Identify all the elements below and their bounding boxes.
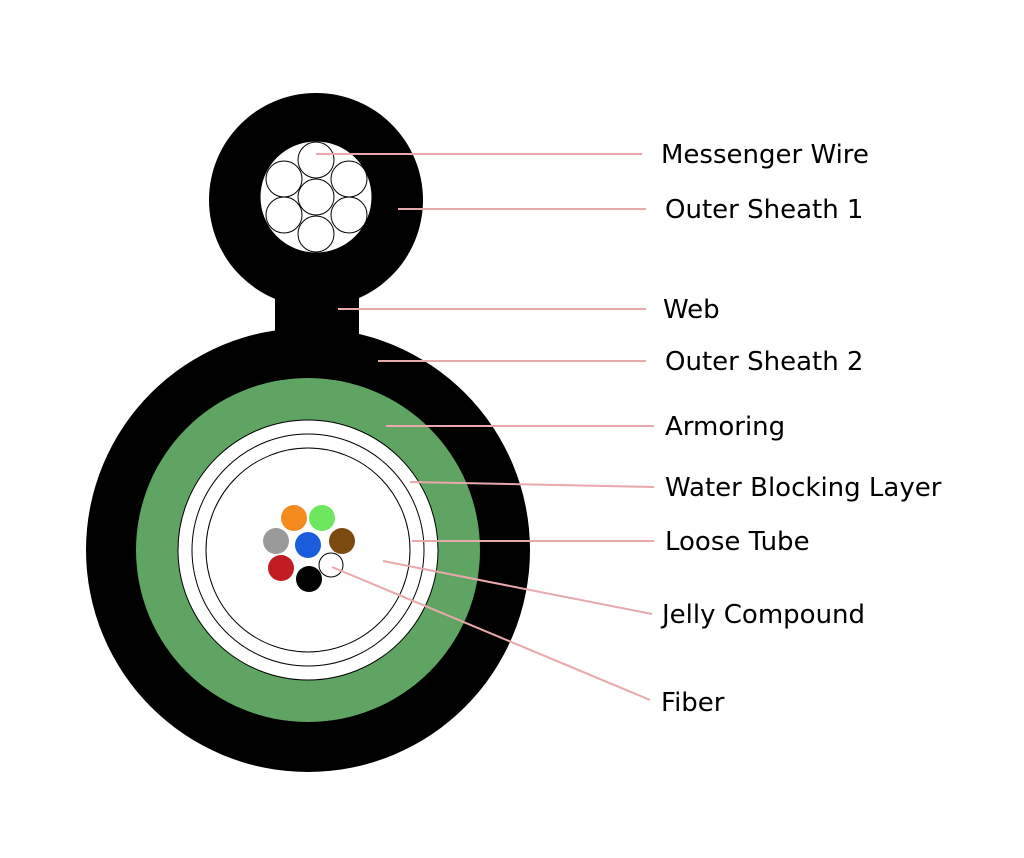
labels: Messenger Wire Outer Sheath 1 Web Outer … <box>660 140 942 718</box>
messenger-strand <box>297 215 335 253</box>
fiber-blue <box>295 532 321 558</box>
fiber-brown <box>329 528 355 554</box>
label-web: Web <box>663 295 720 325</box>
fiber-white <box>318 552 344 578</box>
leader-water-blocking-layer <box>409 481 655 488</box>
leader-fiber <box>331 566 651 701</box>
messenger-strand <box>265 160 303 198</box>
fiber-orange <box>281 505 307 531</box>
label-outer-sheath-1: Outer Sheath 1 <box>665 195 863 225</box>
label-outer-sheath-2: Outer Sheath 2 <box>665 347 863 377</box>
cable-section <box>86 328 530 772</box>
label-water-blocking-layer: Water Blocking Layer <box>665 473 942 503</box>
label-jelly-compound: Jelly Compound <box>660 600 865 630</box>
messenger-strand <box>330 160 368 198</box>
fiber-black <box>296 566 322 592</box>
label-fiber: Fiber <box>661 688 725 718</box>
messenger-section <box>209 93 423 360</box>
leader-jelly-compound <box>382 560 653 615</box>
label-messenger-wire: Messenger Wire <box>661 140 869 170</box>
messenger-strand <box>265 196 303 234</box>
fiber-red <box>268 555 294 581</box>
fiber-green <box>309 505 335 531</box>
messenger-strand <box>297 141 335 179</box>
messenger-strand <box>330 196 368 234</box>
messenger-strand <box>297 178 335 216</box>
fibers <box>263 505 355 592</box>
label-armoring: Armoring <box>665 412 785 442</box>
leader-lines <box>316 153 655 701</box>
fiber-gray <box>263 528 289 554</box>
messenger-wire-strands <box>265 141 368 253</box>
label-loose-tube: Loose Tube <box>665 527 810 557</box>
